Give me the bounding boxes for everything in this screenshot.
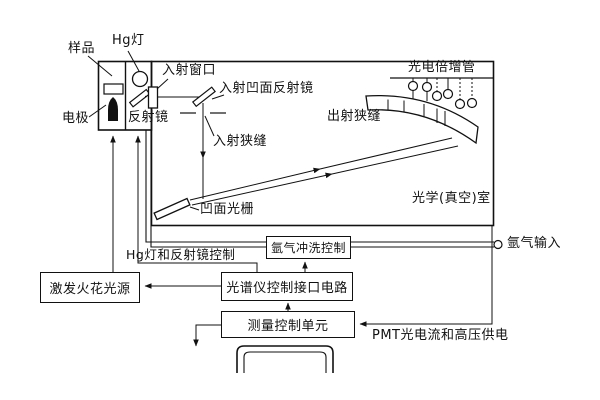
diffracted-ray-1 [189,167,321,201]
pmt-circle [421,81,433,93]
label-entrance-window: 入射窗口 [162,63,217,78]
pmt-stems [412,78,473,101]
entrance-window-shape [147,86,159,109]
pmt-supply-wire [359,226,493,327]
box-measurement-unit: 测量控制单元 [221,311,355,338]
pmt-circle [431,90,443,102]
argon-inlet-connector [493,239,503,250]
focal-curve-band [365,94,479,145]
label-hg-lamp: Hg灯 [112,33,145,48]
monitor-shape [236,345,334,373]
diffracted-ray-2 [191,172,333,206]
hg-lamp-shape [131,70,149,88]
box-spark-source-label: 激发火花光源 [49,282,131,297]
label-entrance-slit: 入射狭缝 [213,134,268,149]
label-pmt-supply: PMT光电流和高压供电 [372,328,509,343]
hg-lamp-mirror-control-wire [135,135,258,272]
label-pointers [87,50,225,211]
pmt-circle [454,98,466,110]
box-argon-purge-control: 氩气冲洗控制 [266,236,351,259]
reflector-mirror-shape [128,88,151,108]
measurement-to-display-wire [193,324,221,347]
entrance-concave-mirror-shape [191,86,216,108]
pmt-circle [442,88,454,100]
label-concave-grating: 凹面光栅 [200,202,255,217]
pmt-circle [407,80,419,92]
label-hg-lamp-mirror-control: Hg灯和反射镜控制 [126,247,236,262]
pmt-circle [466,97,478,109]
exit-slit-ticks [387,99,446,126]
concave-grating-shape [153,197,191,221]
label-reflector-mirror: 反射镜 [128,110,169,125]
label-photomultiplier: 光电倍增管 [408,60,476,75]
label-electrode: 电极 [62,111,90,126]
argon-pipe [145,130,494,248]
electrode-shape [108,97,118,121]
box-argon-purge-control-label: 氩气冲洗控制 [270,241,346,255]
pmt-circles [407,80,478,110]
label-sample: 样品 [68,41,96,56]
box-interface-circuit-label: 光谱仪控制接口电路 [226,281,348,296]
label-optical-chamber: 光学(真空)室 [412,191,491,206]
label-argon-input: 氩气输入 [507,236,562,251]
sample-slot-shape [103,83,124,95]
control-wires [110,135,493,347]
box-spark-source: 激发火花光源 [40,272,140,303]
label-entrance-concave-mirror: 入射凹面反射镜 [219,81,314,96]
box-interface-circuit: 光谱仪控制接口电路 [221,272,353,301]
label-exit-slit: 出射狭缝 [327,109,382,124]
monitor-inner-bezel [243,351,327,373]
box-measurement-unit-label: 测量控制单元 [247,319,329,334]
